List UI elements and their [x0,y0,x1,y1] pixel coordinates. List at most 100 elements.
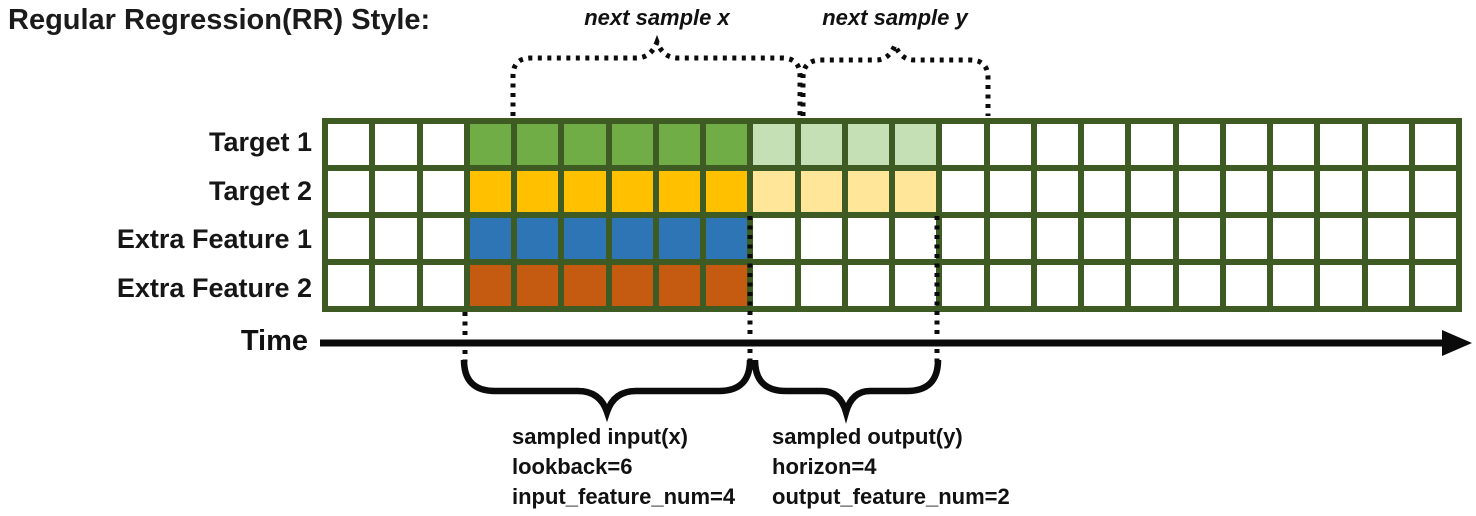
grid-cell [375,218,417,259]
grid-cell [1036,265,1078,306]
grid-cell [611,218,653,259]
grid-cell [847,171,889,212]
grid-cell [1225,124,1267,165]
grid-cell [1036,124,1078,165]
grid-cell [706,218,748,259]
grid-cell [517,218,559,259]
grid-cell [611,171,653,212]
grid-cell [422,171,464,212]
grid-cell [564,265,606,306]
grid-cell [469,124,511,165]
grid-cell [328,171,370,212]
grid-cell [1084,265,1126,306]
grid-cell [422,265,464,306]
grid-cell [517,171,559,212]
grid-cell [1225,218,1267,259]
grid-cell [1273,265,1315,306]
grid-cell [658,171,700,212]
grid-cell [517,124,559,165]
grid-cell [1084,124,1126,165]
next-sample-x-brace [510,34,803,116]
grid-cell [847,218,889,259]
grid-cell [422,218,464,259]
grid-cell [658,265,700,306]
grid-cell [989,265,1031,306]
grid-cell [1320,218,1362,259]
next-sample-x-label: next sample x [584,5,730,30]
grid-cell [1225,265,1267,306]
grid-cell [800,124,842,165]
grid-cell [1414,218,1456,259]
grid-cell [1273,171,1315,212]
grid-cell [1367,171,1409,212]
grid-cell [564,171,606,212]
grid-cell [989,171,1031,212]
grid-cell [847,124,889,165]
row-label-target-1: Target 1 [208,126,312,157]
grid-cell [1036,218,1078,259]
grid-cell [753,124,795,165]
grid-cell [422,124,464,165]
grid-cell [706,124,748,165]
grid-cell [706,265,748,306]
grid-cell [328,218,370,259]
grid-cell [895,265,937,306]
grid-cell [942,171,984,212]
grid-cell [1084,218,1126,259]
sample-grid [322,118,1462,312]
grid-cell [942,124,984,165]
sampled-output-brace [751,359,942,424]
grid-cell [1367,265,1409,306]
sampled-input-title: sampled input(x) [512,424,689,449]
grid-cell [800,218,842,259]
grid-cell [1367,218,1409,259]
grid-cell [564,218,606,259]
grid-cell [753,218,795,259]
grid-cell [1367,124,1409,165]
time-axis-label: Time [240,325,308,357]
grid-cell [1131,218,1173,259]
grid-cell [1414,124,1456,165]
grid-cell [942,218,984,259]
grid-cell [1131,124,1173,165]
lookback-value: lookback=6 [512,454,633,479]
grid-cell [1178,171,1220,212]
grid-cell [611,265,653,306]
grid-cell [1320,171,1362,212]
grid-cell [469,171,511,212]
grid-cell [658,124,700,165]
grid-cell [1414,171,1456,212]
grid-cell [1320,265,1362,306]
grid-cell [1273,124,1315,165]
next-sample-y-label: next sample y [822,5,968,30]
grid-cell [1320,124,1362,165]
grid-cell [375,171,417,212]
grid-cell [989,218,1031,259]
grid-cell [1084,171,1126,212]
grid-cell [1273,218,1315,259]
grid-cell [469,218,511,259]
output-feature-num-value: output_feature_num=2 [772,484,1010,509]
time-axis-arrowhead [1442,330,1472,356]
next-sample-y-brace [800,38,991,116]
sampled-input-annotation: sampled input(x) lookback=6 input_featur… [512,422,735,512]
diagram-title: Regular Regression(RR) Style: [8,4,431,36]
grid-cell [611,124,653,165]
grid-cell [895,218,937,259]
grid-cell [375,265,417,306]
row-label-target-2: Target 2 [208,175,312,206]
grid-cell [658,218,700,259]
grid-cell [375,124,417,165]
grid-cell [1178,265,1220,306]
grid-cell [328,124,370,165]
sampled-output-annotation: sampled output(y) horizon=4 output_featu… [772,422,1010,512]
input-feature-num-value: input_feature_num=4 [512,484,736,509]
grid-cell [942,265,984,306]
horizon-value: horizon=4 [772,454,877,479]
grid-cell [1036,171,1078,212]
grid-cell [1178,218,1220,259]
grid-cell [800,265,842,306]
grid-cell [564,124,606,165]
grid-cell [1131,265,1173,306]
grid-cell [800,171,842,212]
